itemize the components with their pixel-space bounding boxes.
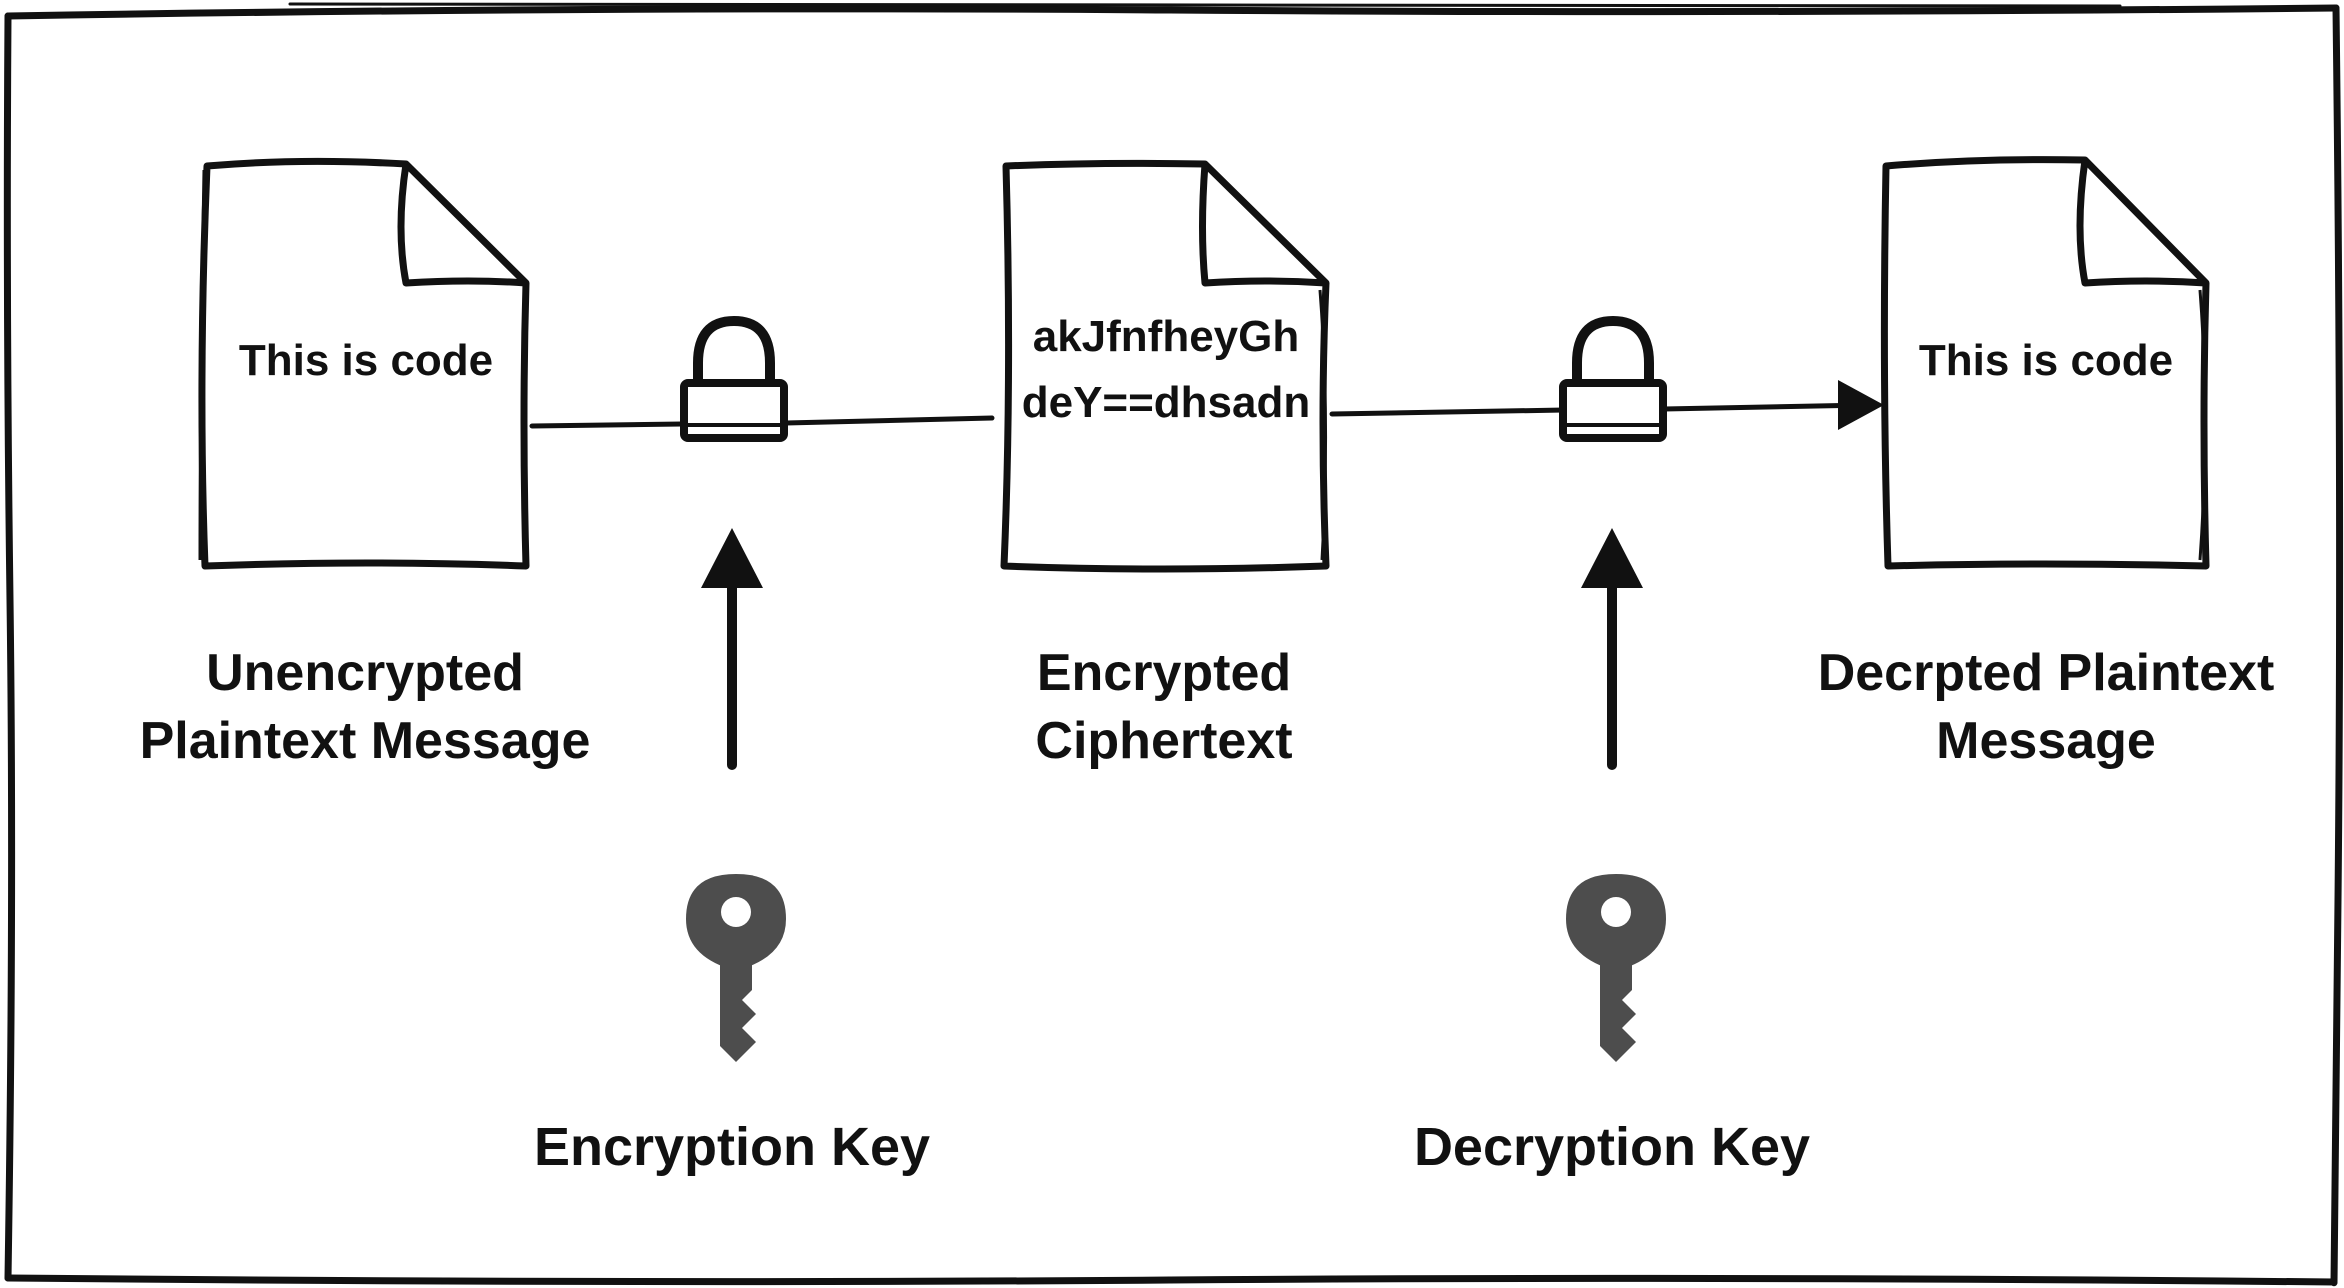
document-text-line: This is code bbox=[238, 336, 494, 385]
caption-line: Plaintext Message bbox=[139, 711, 591, 770]
connector-lock-to-ciphertext bbox=[783, 415, 995, 426]
ciphertext-document-icon bbox=[1000, 159, 1330, 573]
key-icon bbox=[1566, 874, 1666, 1062]
key-icon bbox=[686, 874, 786, 1062]
document-text-line: This is code bbox=[1918, 336, 2174, 385]
decrypted-document-text: This is code bbox=[1886, 328, 2206, 394]
arrowhead-icon bbox=[1838, 380, 1884, 430]
outer-frame bbox=[3, 1, 2344, 1287]
caption-line: Decrpted Plaintext bbox=[1817, 644, 2275, 702]
plaintext-document-text: This is code bbox=[206, 328, 526, 394]
connector-lock-to-decrypted bbox=[1661, 402, 1871, 412]
caption-line: Unencrypted bbox=[206, 644, 524, 702]
caption-line: Message bbox=[1936, 711, 2156, 770]
caption-line: Encrypted bbox=[1036, 644, 1292, 702]
flow-connectors bbox=[529, 402, 1871, 429]
plaintext-document-icon bbox=[198, 157, 530, 570]
plaintext-caption: Unencrypted Plaintext Message bbox=[85, 640, 645, 775]
decryption-key-arrow bbox=[1581, 528, 1643, 770]
document-text-line: akJfnfheyGh bbox=[1032, 312, 1300, 361]
document-text-line: deY==dhsadn bbox=[1021, 378, 1311, 427]
encryption-key-arrow bbox=[701, 528, 763, 770]
encryption-key-label: Encryption Key bbox=[533, 1117, 931, 1177]
decrypted-document-icon bbox=[1880, 156, 2210, 570]
caption-line: Ciphertext bbox=[1035, 711, 1293, 770]
padlock-icon bbox=[680, 315, 788, 442]
decrypted-caption: Decrpted Plaintext Message bbox=[1746, 640, 2344, 775]
padlock-icon bbox=[1559, 315, 1667, 442]
ciphertext-caption: Encrypted Ciphertext bbox=[884, 640, 1444, 775]
connector-plaintext-to-lock bbox=[529, 421, 685, 429]
ciphertext-document-text: akJfnfheyGh deY==dhsadn bbox=[996, 304, 1336, 436]
decryption-key-label: Decryption Key bbox=[1413, 1117, 1811, 1177]
connector-ciphertext-to-lock bbox=[1329, 407, 1567, 417]
